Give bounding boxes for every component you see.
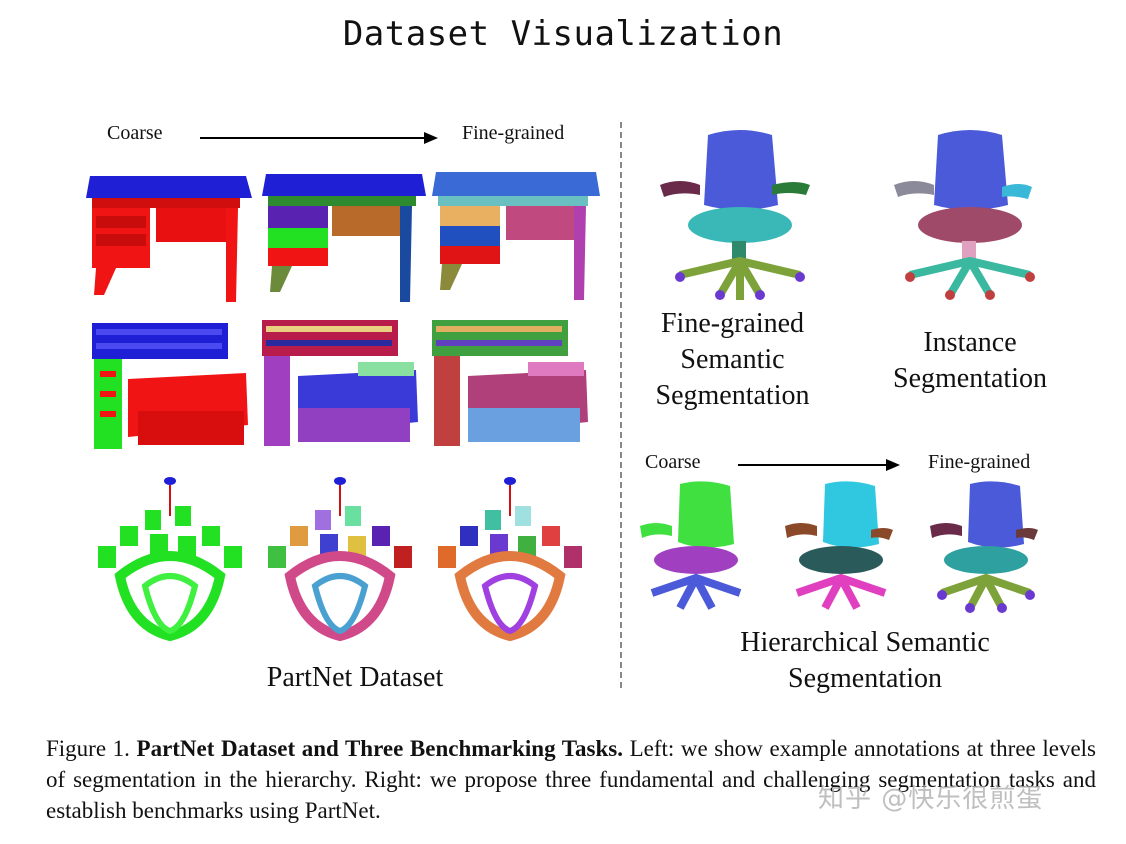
caption-body: Left: we show example annotations at thr… xyxy=(46,736,1097,823)
figure-caption: Figure 1. PartNet Dataset and Three Benc… xyxy=(46,733,1096,826)
desk-mid-figure xyxy=(262,174,426,302)
fine-grained-semantic-label: Fine-grained Semantic Segmentation xyxy=(655,308,810,411)
desk-coarse-figure xyxy=(86,176,252,302)
page-title: Dataset Visualization xyxy=(342,14,784,54)
bed-coarse-figure xyxy=(92,323,248,449)
coarse-label: Coarse xyxy=(107,122,163,144)
chandelier-fine-figure xyxy=(438,477,582,642)
hierarchy-coarse-label: Coarse xyxy=(645,451,701,473)
hierarchy-arrow xyxy=(738,464,886,466)
hierarchical-segmentation-label: Hierarchical Semantic Segmentation xyxy=(740,627,990,694)
chandelier-mid-figure xyxy=(268,477,412,642)
caption-title: PartNet Dataset and Three Benchmarking T… xyxy=(136,736,623,761)
chair-hier-mid-figure xyxy=(785,481,893,610)
coarse-to-fine-arrow xyxy=(200,137,424,139)
hierarchy-fine-label: Fine-grained xyxy=(928,451,1031,473)
desk-fine-figure xyxy=(432,172,600,300)
bed-fine-figure xyxy=(432,320,588,446)
instance-segmentation-label: Instance Segmentation xyxy=(893,327,1047,394)
arrow-head xyxy=(424,132,438,144)
bed-mid-figure xyxy=(262,320,418,446)
hierarchy-arrow-head xyxy=(886,459,900,471)
chair-hier-coarse-figure xyxy=(640,481,742,610)
partnet-dataset-label: PartNet Dataset xyxy=(266,662,444,693)
caption-prefix: Figure 1. xyxy=(46,736,130,761)
chair-instance-figure xyxy=(894,130,1035,300)
fine-grained-label: Fine-grained xyxy=(462,122,565,144)
chair-fine-semantic-figure xyxy=(660,130,810,300)
watermark: 知乎 @快乐很煎蛋 xyxy=(818,784,1044,814)
chandelier-coarse-figure xyxy=(98,477,242,642)
panel-divider xyxy=(620,122,622,688)
chair-hier-fine-figure xyxy=(930,481,1038,613)
